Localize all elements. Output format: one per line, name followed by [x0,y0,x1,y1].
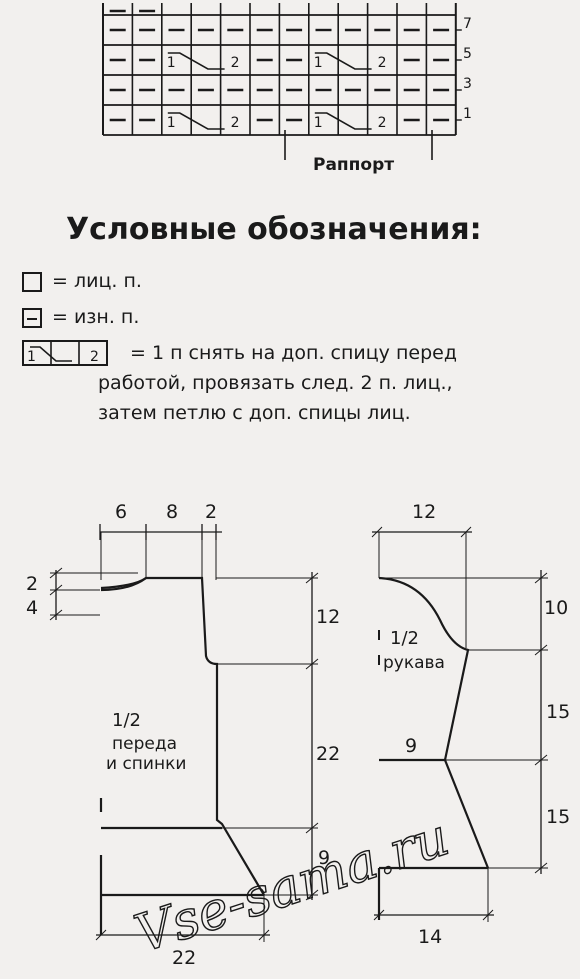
legend-title: Условные обозначения: [66,212,482,247]
cable-symbol-num-1: 1 [27,349,36,365]
body-height-12: 12 [316,606,340,628]
body-width-2: 2 [205,501,217,523]
body-labels: 6 8 2 2 4 12 22 9 22 1/2 переда и спинки [26,501,340,969]
sleeve-mid-width: 9 [405,735,417,757]
body-neck-4: 4 [26,597,38,619]
body-pattern [49,524,319,942]
legend-purl-row: = изн. п. [22,306,139,328]
repeat-bracket [284,130,433,160]
cable-chart-num-1: 1 [314,115,323,131]
legend-cable-description: = 1 п снять на доп. спицу перед работой,… [98,338,568,428]
watermark-text: Vse-sama.ru [128,807,456,965]
sleeve-label-fraction: 1/2 [390,628,419,649]
sleeve-labels: 12 9 10 15 15 14 1/2 рукава [383,501,570,948]
cable-chart-num-2: 2 [231,55,240,71]
purl-stitch-symbol-icon [22,307,42,328]
body-height-9: 9 [318,847,330,869]
row-number-7: 7 [463,16,472,32]
row-number-1: 1 [463,106,472,122]
sleeve-top-width: 12 [412,501,436,523]
body-bottom-width: 22 [172,947,196,969]
row-number-3: 3 [463,76,472,92]
sleeve-height-15-upper: 15 [546,701,570,723]
sleeve-pattern [371,526,548,922]
row-number-5: 5 [463,46,472,62]
cable-diagonal-mark [314,52,372,70]
stitch-chart: 1 2 1 2 1 2 1 2 [102,3,462,136]
knit-stitch-symbol-icon [22,271,42,292]
cable-chart-num-2: 2 [231,115,240,131]
legend-cable-line-1: = 1 п снять на доп. спицу перед [130,342,457,364]
cable-diagonal-mark [167,52,225,70]
cable-diagonal-mark [167,112,225,130]
legend-knit-text: = лиц. п. [52,270,142,292]
body-width-6: 6 [115,501,127,523]
cable-symbol-icon: 1 2 [22,340,108,366]
legend-cable-line-3: затем петлю с доп. спицы лиц. [98,402,411,424]
cable-chart-num-1: 1 [314,55,323,71]
chart-row-numbers: 7 5 3 1 [463,16,472,122]
cable-chart-num-2: 2 [378,115,387,131]
body-label-front: переда [112,734,177,754]
cable-chart-num-1: 1 [167,115,176,131]
repeat-label: Раппорт [313,155,394,175]
body-height-22: 22 [316,743,340,765]
cable-symbol-num-2: 2 [90,349,99,365]
body-neck-2: 2 [26,573,38,595]
sleeve-label-name: рукава [383,653,445,673]
legend-purl-text: = изн. п. [52,306,140,328]
sleeve-height-15-lower: 15 [546,806,570,828]
cable-diagonal-mark [314,112,372,130]
legend-knit-row: = лиц. п. [22,270,142,292]
cable-chart-num-1: 1 [167,55,176,71]
body-label-fraction: 1/2 [112,710,141,731]
cable-chart-num-2: 2 [378,55,387,71]
legend-cable-line-2: работой, провязать след. 2 п. лиц., [98,372,453,394]
body-label-back: и спинки [106,754,186,774]
sleeve-bottom-width: 14 [418,926,442,948]
body-width-8: 8 [166,501,178,523]
sleeve-height-10: 10 [544,597,568,619]
